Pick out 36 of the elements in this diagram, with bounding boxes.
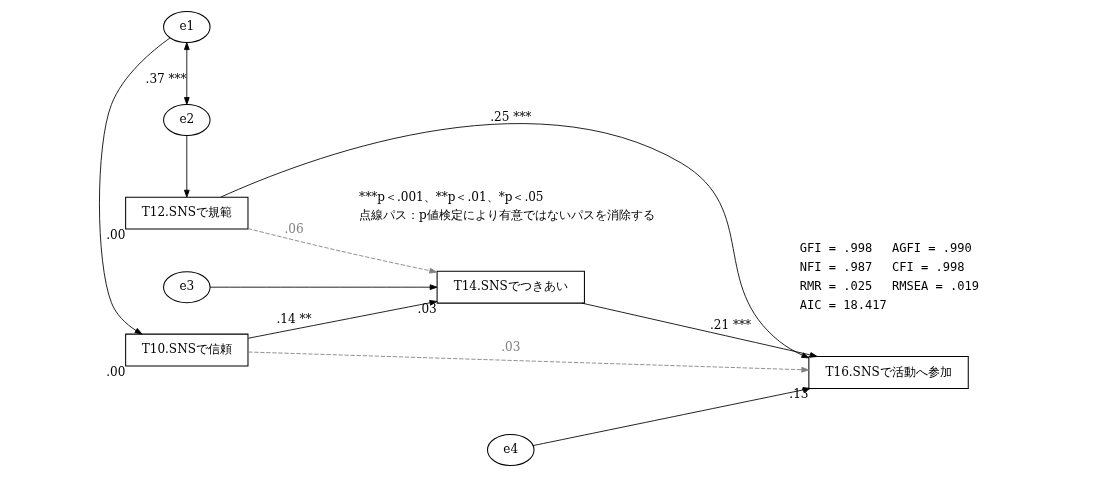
node-label: .03: [417, 301, 437, 316]
node-ellipse: e3: [162, 271, 211, 304]
arrow: [247, 228, 437, 274]
label: ***p＜.001、**p＜.01、*p＜.05: [358, 190, 544, 205]
edge-label: .06: [283, 222, 304, 237]
label: AIC = 18.417: [799, 297, 887, 312]
arrow: [183, 42, 190, 105]
label: GFI = .998: [799, 241, 872, 256]
edge-label: .14 **: [276, 311, 312, 326]
arrow: [247, 351, 809, 373]
node-label: .00: [105, 227, 125, 242]
label: CFI = .998: [891, 259, 965, 274]
arrow: [219, 123, 809, 359]
node-box: T14.SNSでつきあい: [436, 270, 585, 304]
label: RMR = .025: [799, 278, 872, 293]
edge-label: .03: [500, 340, 520, 355]
node-label: .00: [105, 364, 125, 379]
label: 点線パス：p値検定により有意ではないパスを消除する: [358, 208, 655, 223]
arrow: [581, 302, 818, 358]
node-box: T10.SNSで信頼: [124, 333, 248, 367]
edge-label: .37 ***: [145, 71, 187, 86]
edge-label: .21 ***: [709, 317, 751, 332]
node-ellipse: e1: [162, 10, 211, 43]
label: RMSEA = .019: [891, 278, 979, 293]
node-ellipse: e4: [486, 434, 535, 467]
arrow: [183, 135, 190, 198]
node-box: T16.SNSで活動へ参加: [807, 356, 969, 389]
node-ellipse: e2: [162, 104, 211, 137]
arrow: [98, 37, 170, 335]
label: AGFI = .990: [891, 241, 972, 256]
node-box: T12.SNSで規範: [124, 196, 248, 230]
arrow: [532, 387, 811, 446]
edge-label: .25 ***: [489, 110, 531, 125]
arrow: [209, 284, 437, 290]
arrow: [247, 299, 437, 339]
label: NFI = .987: [799, 259, 872, 274]
